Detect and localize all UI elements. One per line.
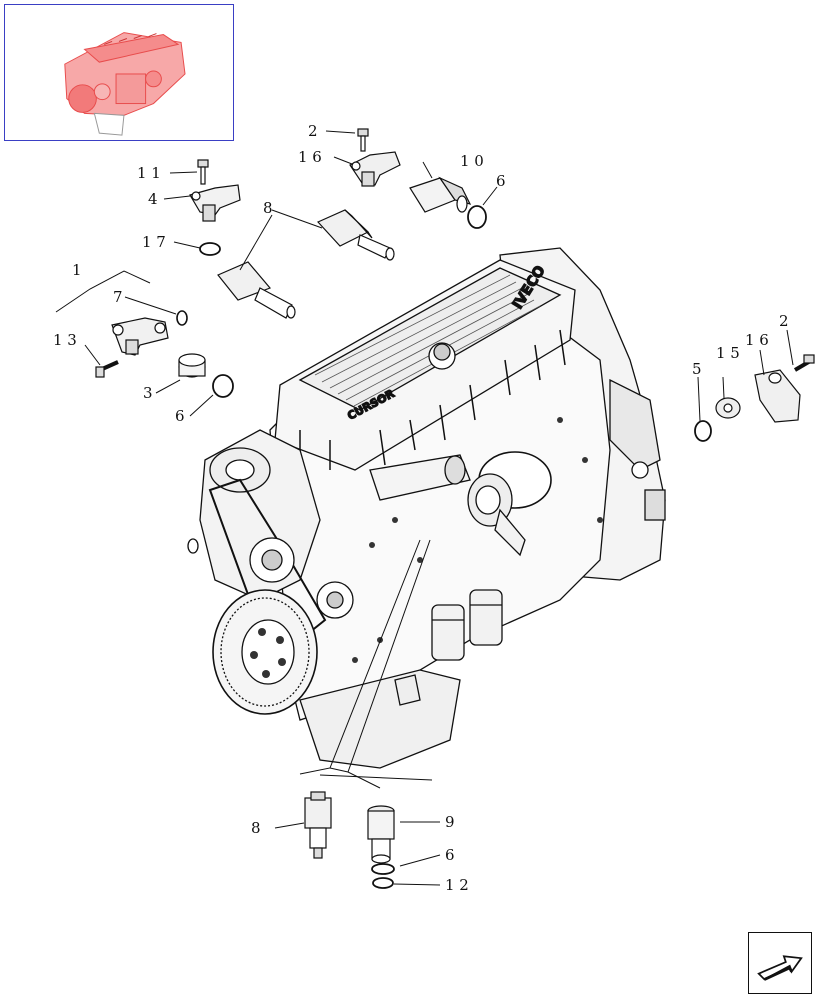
part-13-bolt	[95, 360, 119, 378]
callout-10: 1 0	[460, 152, 484, 170]
callout-labels: 2 1 6 1 0 6 1 1 4 8 1 7 1 7 1 3 3 6 5 1 …	[53, 122, 789, 894]
callout-3: 3	[143, 384, 153, 402]
engine-thumbnail[interactable]	[4, 4, 234, 141]
callout-1: 1	[72, 261, 82, 279]
engine-assembly: IVECO CURSOR	[187, 247, 666, 769]
callout-12: 1 2	[445, 876, 469, 894]
callout-15: 1 5	[716, 344, 740, 362]
part-4-sensor	[189, 184, 241, 222]
callout-2-top: 2	[308, 122, 318, 140]
part-7-oring	[176, 310, 188, 326]
next-page-arrow-icon	[757, 955, 803, 981]
callout-17: 1 7	[142, 233, 166, 251]
part-8-sensor-bottom	[304, 791, 332, 859]
part-15-spacer	[715, 397, 741, 419]
callout-6-bottom: 6	[445, 846, 455, 864]
part-2-bolt-top	[357, 128, 369, 152]
callout-8-bottom: 8	[251, 819, 261, 837]
callout-16-top: 1 6	[298, 148, 322, 166]
callout-4: 4	[148, 190, 158, 208]
part-8-sensor-upper	[316, 209, 395, 261]
callout-8-upper: 8	[263, 199, 273, 217]
part-8-sensor-left	[217, 261, 296, 319]
part-9-plug	[367, 805, 395, 864]
next-page-button[interactable]	[748, 932, 812, 994]
part-17-oring	[199, 242, 221, 256]
part-6-oring-b	[212, 374, 234, 398]
part-6-oring-a	[467, 205, 487, 229]
callout-6-top: 6	[496, 172, 506, 190]
callout-6-left: 6	[175, 407, 185, 425]
callout-7: 7	[113, 288, 123, 306]
part-6-oring-c	[371, 863, 395, 875]
part-10-sensor	[409, 176, 472, 213]
part-12-oring	[372, 877, 394, 889]
part-3-sensor	[178, 353, 206, 378]
part-5-oring	[694, 420, 712, 442]
engine-thumbnail-icon	[64, 32, 186, 136]
callout-9: 9	[445, 813, 455, 831]
callout-11: 1 1	[137, 164, 161, 182]
callout-5: 5	[692, 360, 702, 378]
leader-lines	[55, 130, 794, 886]
part-2-bolt-right	[793, 354, 815, 372]
part-16-sensor-right	[754, 369, 801, 423]
part-1-sensor-assembly	[111, 317, 169, 356]
callout-2-right: 2	[779, 312, 789, 330]
callout-13: 1 3	[53, 331, 77, 349]
part-16-sensor-top	[349, 151, 401, 187]
part-11-bolt	[197, 159, 209, 185]
callout-16-right: 1 6	[745, 331, 769, 349]
